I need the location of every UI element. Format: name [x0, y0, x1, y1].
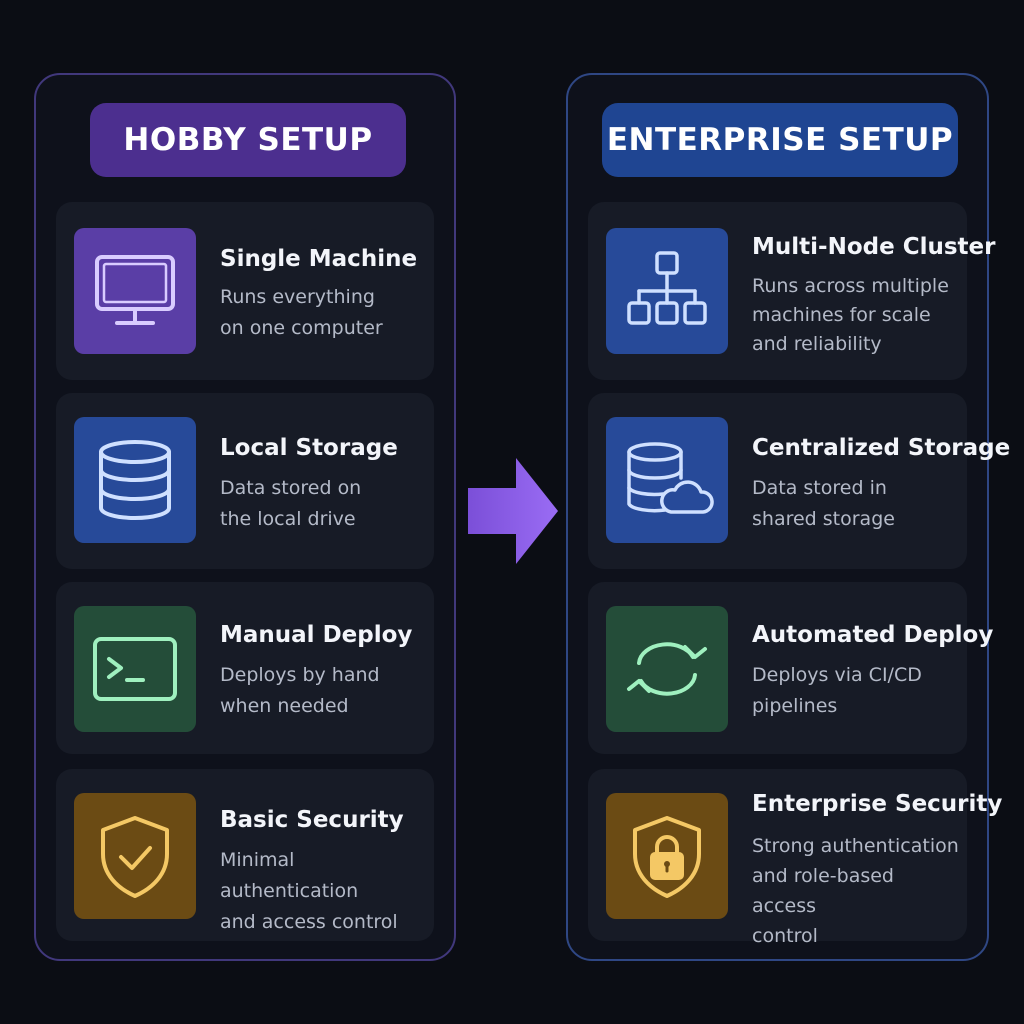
card-title: Local Storage: [220, 435, 398, 461]
database-cloud-icon: [606, 417, 728, 543]
card-title: Automated Deploy: [752, 622, 994, 648]
terminal-icon: [74, 606, 196, 732]
card-multi-node-cluster: Multi-Node Cluster Runs across multiple …: [588, 202, 996, 380]
card-single-machine: Single Machine Runs everything on one co…: [56, 202, 434, 380]
card-manual-deploy: Manual Deploy Deploys by hand when neede…: [56, 582, 434, 754]
card-local-storage: Local Storage Data stored on the local d…: [56, 393, 434, 569]
card-enterprise-security: Enterprise Security Strong authenticatio…: [588, 769, 1003, 947]
card-title: Enterprise Security: [752, 791, 1003, 817]
arrow-right-icon: [468, 458, 558, 564]
card-title: Single Machine: [220, 246, 418, 272]
card-description: Minimal authentication and access contro…: [220, 849, 398, 933]
card-description: Strong authentication and role-based acc…: [752, 835, 959, 947]
card-title: Centralized Storage: [752, 435, 1011, 461]
shield-lock-icon: [606, 793, 728, 919]
card-description: Runs everything on one computer: [220, 286, 383, 339]
hobby-setup-title: HOBBY SETUP: [90, 103, 406, 177]
enterprise-setup-title: ENTERPRISE SETUP: [602, 103, 958, 177]
card-title: Multi-Node Cluster: [752, 234, 996, 260]
monitor-icon: [74, 228, 196, 354]
shield-check-icon: [74, 793, 196, 919]
card-description: Data stored on the local drive: [220, 477, 362, 530]
sync-icon: [606, 606, 728, 732]
card-description: Data stored in shared storage: [752, 477, 895, 530]
card-description: Deploys via CI/CD pipelines: [752, 664, 922, 717]
card-title: Manual Deploy: [220, 622, 413, 648]
cluster-icon: [606, 228, 728, 354]
card-description: Runs across multiple machines for scale …: [752, 275, 949, 355]
card-basic-security: Basic Security Minimal authentication an…: [56, 769, 434, 941]
hobby-setup-panel: HOBBY SETUP Single Machine Runs everythi…: [34, 73, 456, 961]
card-title: Basic Security: [220, 807, 404, 833]
database-icon: [74, 417, 196, 543]
card-automated-deploy: Automated Deploy Deploys via CI/CD pipel…: [588, 582, 994, 754]
card-description: Deploys by hand when needed: [220, 664, 380, 717]
card-centralized-storage: Centralized Storage Data stored in share…: [588, 393, 1011, 569]
enterprise-setup-panel: ENTERPRISE SETUP Multi-Node Cluster Runs…: [566, 73, 1011, 961]
